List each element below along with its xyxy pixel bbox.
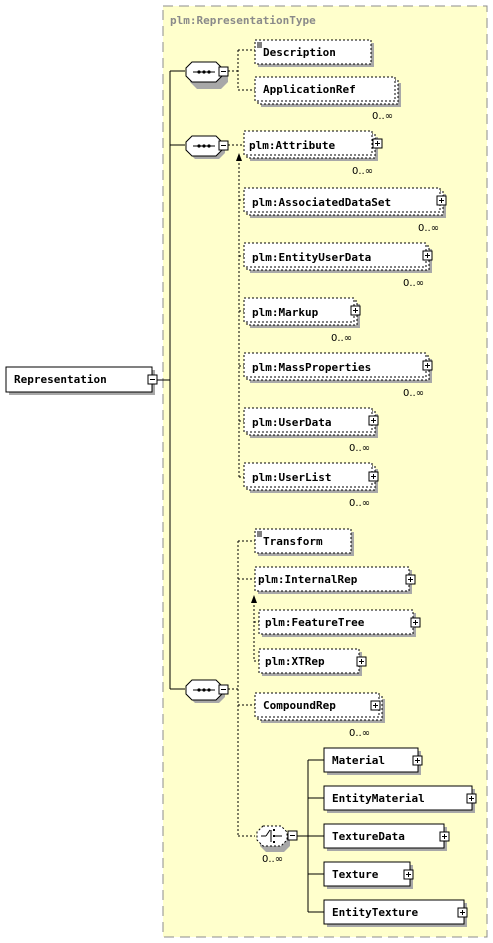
element-application-ref[interactable]: ApplicationRef — [254, 76, 401, 107]
svg-text:0..∞: 0..∞ — [418, 223, 439, 234]
svg-text:0..∞: 0..∞ — [352, 166, 373, 177]
sequence-compositor-2 — [185, 135, 225, 159]
svg-text:TextureData: TextureData — [332, 830, 405, 843]
root-element[interactable]: Representation — [5, 366, 155, 395]
svg-text:plm:InternalRep: plm:InternalRep — [258, 573, 358, 586]
element-plm-user-list[interactable]: plm:UserList — [239, 462, 379, 493]
element-plm-markup[interactable]: plm:Markup — [239, 297, 361, 328]
expand-toggle[interactable] — [457, 907, 468, 918]
sequence-compositor-3 — [185, 679, 225, 703]
element-plm-user-data[interactable]: plm:UserData — [239, 407, 379, 438]
element-plm-xtrep[interactable]: plm:XTRep — [258, 648, 367, 676]
expand-toggle[interactable] — [410, 617, 421, 628]
svg-text:0..∞: 0..∞ — [331, 333, 352, 344]
element-transform[interactable]: Transform — [254, 528, 354, 556]
occurs-application-ref: 0..∞ — [372, 111, 393, 122]
expand-toggle[interactable] — [422, 360, 433, 371]
occurs-choice: 0..∞ — [262, 854, 283, 865]
root-element-label: Representation — [14, 373, 107, 386]
element-entity-texture[interactable]: EntityTexture — [323, 899, 468, 927]
svg-text:Texture: Texture — [332, 868, 379, 881]
svg-text:ApplicationRef: ApplicationRef — [263, 83, 356, 96]
svg-text:EntityTexture: EntityTexture — [332, 906, 418, 919]
seq2-collapse-toggle[interactable] — [218, 140, 229, 151]
svg-text:plm:FeatureTree: plm:FeatureTree — [265, 616, 365, 629]
svg-text:plm:Attribute: plm:Attribute — [249, 139, 335, 152]
svg-text:plm:UserList: plm:UserList — [252, 471, 331, 484]
seq1-collapse-toggle[interactable] — [218, 66, 229, 77]
root-collapse-toggle[interactable] — [147, 374, 158, 385]
svg-text:0..∞: 0..∞ — [403, 388, 424, 399]
expand-toggle[interactable] — [372, 138, 383, 149]
element-plm-entity-user-data[interactable]: plm:EntityUserData — [239, 242, 433, 273]
element-plm-internal-rep[interactable]: plm:InternalRep — [254, 566, 416, 594]
expand-toggle[interactable] — [439, 831, 450, 842]
expand-toggle[interactable] — [466, 793, 477, 804]
svg-text:0..∞: 0..∞ — [349, 498, 370, 509]
svg-text:plm:XTRep: plm:XTRep — [265, 655, 325, 668]
element-plm-mass-properties[interactable]: plm:MassProperties — [239, 352, 433, 383]
expand-toggle[interactable] — [368, 415, 379, 426]
expand-toggle[interactable] — [436, 195, 447, 206]
element-texture-data[interactable]: TextureData — [323, 823, 450, 851]
expand-toggle[interactable] — [405, 574, 416, 585]
svg-text:0..∞: 0..∞ — [349, 443, 370, 454]
element-plm-associated-data-set[interactable]: plm:AssociatedDataSet — [239, 187, 447, 218]
expand-toggle[interactable] — [412, 755, 423, 766]
choice-collapse-toggle[interactable] — [287, 830, 298, 841]
svg-text:Description: Description — [263, 46, 336, 59]
element-material[interactable]: Material — [323, 747, 423, 775]
svg-text:Material: Material — [332, 754, 385, 767]
expand-toggle[interactable] — [356, 656, 367, 667]
svg-text:plm:UserData: plm:UserData — [252, 416, 331, 429]
element-plm-attribute[interactable]: plm:Attribute — [243, 130, 383, 161]
type-name: plm:RepresentationType — [170, 14, 316, 27]
svg-text:0..∞: 0..∞ — [349, 728, 370, 739]
svg-text:Transform: Transform — [263, 535, 323, 548]
element-description[interactable]: Description — [254, 39, 374, 67]
element-plm-feature-tree[interactable]: plm:FeatureTree — [258, 609, 421, 637]
element-entity-material[interactable]: EntityMaterial — [323, 785, 477, 813]
svg-text:0..∞: 0..∞ — [403, 278, 424, 289]
svg-text:plm:AssociatedDataSet: plm:AssociatedDataSet — [252, 196, 391, 209]
expand-toggle[interactable] — [350, 305, 361, 316]
expand-toggle[interactable] — [370, 700, 381, 711]
expand-toggle[interactable] — [422, 250, 433, 261]
seq3-collapse-toggle[interactable] — [218, 684, 229, 695]
svg-text:plm:Markup: plm:Markup — [252, 306, 319, 319]
choice-compositor — [256, 825, 290, 852]
expand-toggle[interactable] — [403, 869, 414, 880]
element-compound-rep[interactable]: CompoundRep — [254, 692, 385, 723]
svg-text:EntityMaterial: EntityMaterial — [332, 792, 425, 805]
svg-text:plm:EntityUserData: plm:EntityUserData — [252, 251, 371, 264]
svg-text:plm:MassProperties: plm:MassProperties — [252, 361, 371, 374]
element-texture[interactable]: Texture — [323, 861, 414, 889]
expand-toggle[interactable] — [368, 471, 379, 482]
svg-text:CompoundRep: CompoundRep — [263, 699, 336, 712]
